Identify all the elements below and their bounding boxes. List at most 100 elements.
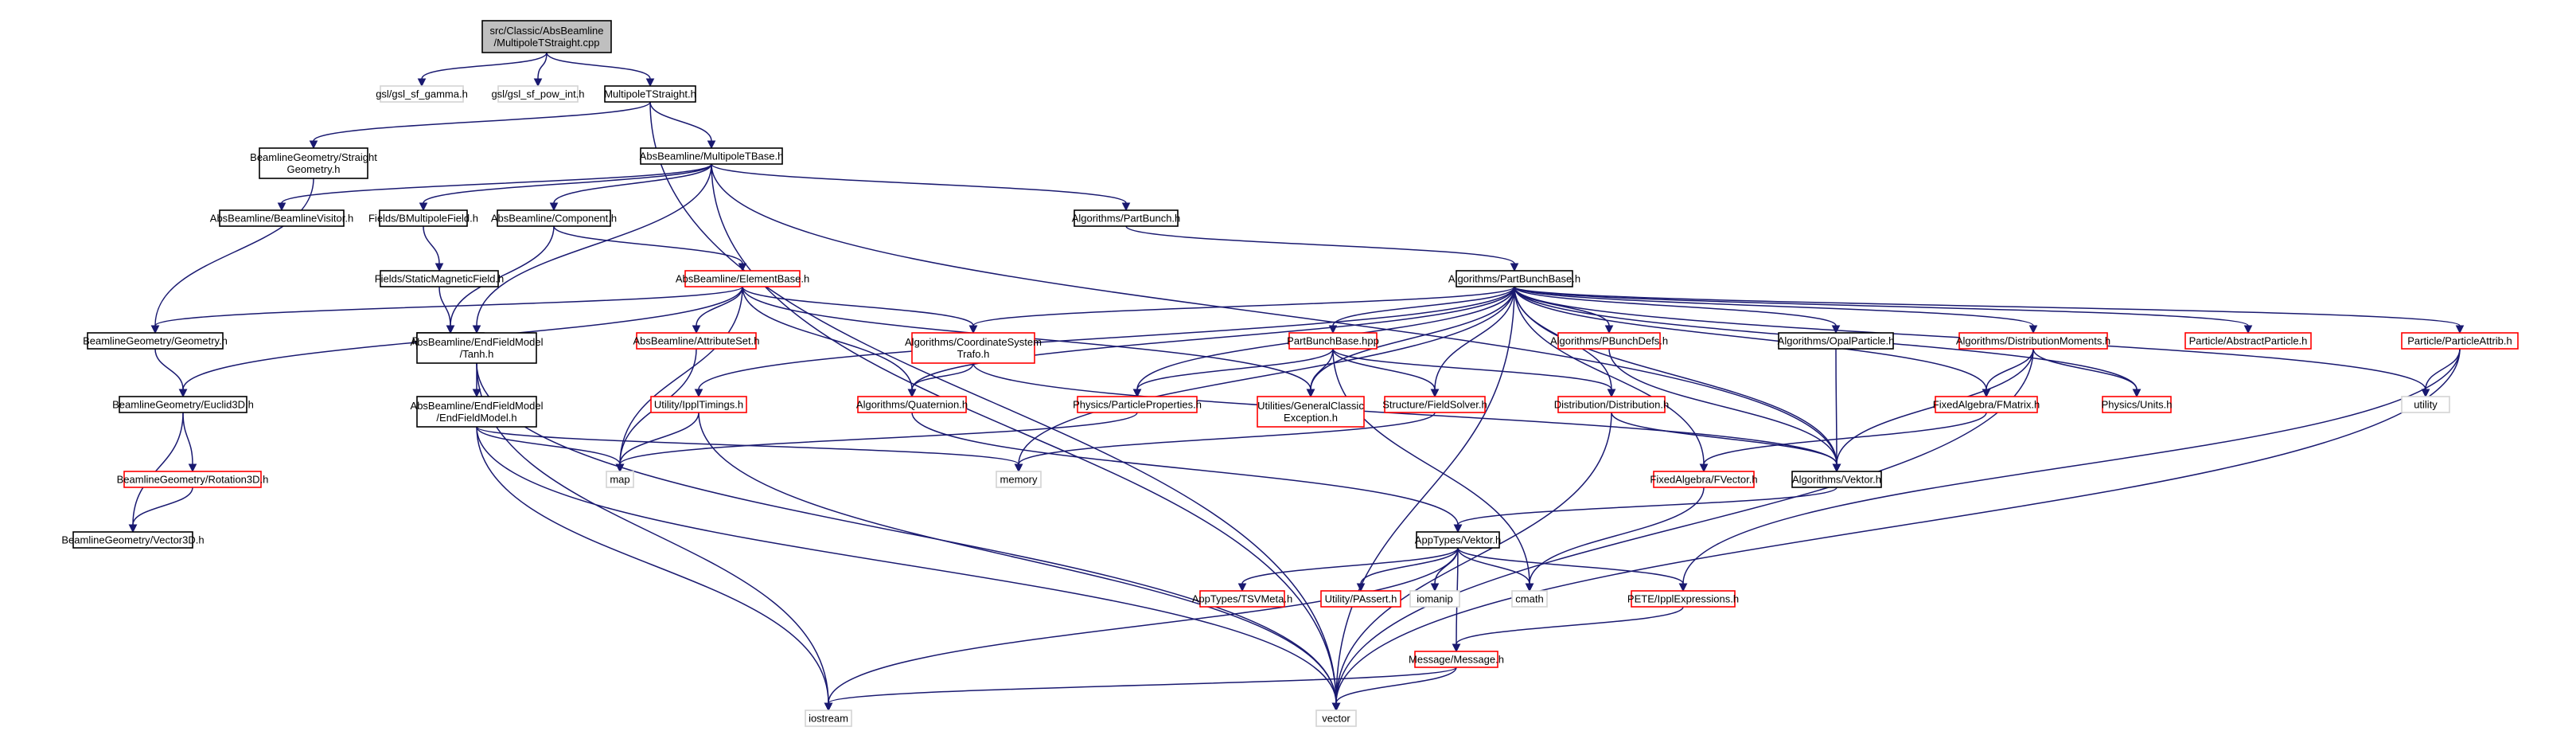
node-mtbase[interactable]: AbsBeamline/MultipoleTBase.h: [640, 147, 784, 165]
node-label: AbsBeamline/BeamlineVisitor.h: [210, 213, 353, 225]
node-message[interactable]: Message/Message.h: [1409, 651, 1504, 668]
node-physunits[interactable]: Physics/Units.h: [2102, 396, 2173, 413]
node-label: Algorithms/PartBunch.h: [1072, 213, 1181, 225]
node-label: AbsBeamline/Component.h: [491, 213, 617, 225]
node-attributeset[interactable]: AbsBeamline/AttributeSet.h: [633, 332, 760, 350]
node-fmatrix[interactable]: FixedAlgebra/FMatrix.h: [1933, 396, 2040, 413]
edge-message-to-vector: [1331, 667, 1457, 712]
node-label: BeamlineGeometry/Vector3D.h: [61, 534, 204, 546]
edge-mts-to-bg_straight: [309, 101, 651, 150]
node-rotation3d[interactable]: BeamlineGeometry/Rotation3D.h: [117, 471, 269, 488]
node-label: /EndFieldModel.h: [436, 412, 516, 424]
node-visitor[interactable]: AbsBeamline/BeamlineVisitor.h: [210, 209, 353, 227]
node-ipplexpr[interactable]: PETE/IpplExpressions.h: [1627, 590, 1739, 608]
node-root[interactable]: src/Classic/AbsBeamline/MultipoleTStraig…: [481, 20, 612, 53]
node-label: Physics/Units.h: [2102, 399, 2173, 411]
node-efm_efm[interactable]: AbsBeamline/EndFieldModel/EndFieldModel.…: [411, 396, 544, 428]
node-label: vector: [1322, 713, 1350, 725]
node-pbhpp[interactable]: PartBunchBase.hpp: [1287, 332, 1379, 350]
node-pbdefs[interactable]: Algorithms/PBunchDefs.h: [1550, 332, 1668, 350]
node-label: AbsBeamline/EndFieldModel: [411, 400, 544, 412]
node-label: FixedAlgebra/FVector.h: [1650, 474, 1757, 486]
edge-algvektor-to-appvektor: [1453, 487, 1837, 534]
node-label: BeamlineGeometry/Straight: [250, 151, 377, 163]
edge-bg_geometry-to-euclid3d: [154, 348, 188, 398]
node-bg_geometry[interactable]: BeamlineGeometry/Geometry.h: [83, 332, 228, 350]
node-label: Particle/ParticleAttrib.h: [2407, 335, 2512, 347]
node-ippltimings[interactable]: Utility/IpplTimings.h: [650, 396, 747, 413]
node-label: Distribution/Distribution.h: [1554, 399, 1670, 411]
node-map: map: [606, 471, 634, 488]
node-distribution[interactable]: Distribution/Distribution.h: [1554, 396, 1670, 413]
node-euclid3d[interactable]: BeamlineGeometry/Euclid3D.h: [112, 396, 254, 413]
edge-mtbase-to-partbunch: [711, 163, 1131, 212]
node-vector: vector: [1315, 710, 1357, 727]
node-iostream: iostream: [805, 710, 852, 727]
node-mts[interactable]: MultipoleTStraight.h: [604, 85, 696, 103]
node-label: AbsBeamline/EndFieldModel: [411, 336, 544, 348]
edge-pbhpp-to-genclassic: [1306, 348, 1334, 398]
edge-fieldsolver-to-memory: [1014, 412, 1436, 473]
node-label: cmath: [1515, 593, 1543, 605]
edge-pbbase-to-abstractparticle: [1514, 286, 2253, 334]
node-elementbase[interactable]: AbsBeamline/ElementBase.h: [676, 270, 809, 287]
node-label: BeamlineGeometry/Geometry.h: [83, 335, 228, 347]
node-label: src/Classic/AbsBeamline: [489, 25, 603, 37]
node-label: BeamlineGeometry/Rotation3D.h: [117, 474, 269, 486]
node-tsvmeta[interactable]: AppTypes/TSVMeta.h: [1192, 590, 1292, 608]
node-label: Algorithms/DistributionMoments.h: [1956, 335, 2110, 347]
edge-component-to-emfield: [446, 225, 555, 334]
edge-pbhpp-to-distribution: [1332, 348, 1616, 398]
edge-partbunch-to-pbbase: [1125, 225, 1519, 272]
node-efm_tanh[interactable]: AbsBeamline/EndFieldModel/Tanh.h: [411, 332, 544, 364]
node-label: AppTypes/Vektor.h: [1415, 534, 1501, 546]
node-iomanip: iomanip: [1409, 590, 1460, 608]
node-fvector[interactable]: FixedAlgebra/FVector.h: [1650, 471, 1758, 488]
node-label: AppTypes/TSVMeta.h: [1192, 593, 1292, 605]
edge-rotation3d-to-vector3d: [128, 487, 193, 534]
node-physprops[interactable]: Physics/ParticleProperties.h: [1073, 396, 1202, 413]
node-label: Geometry.h: [287, 163, 341, 175]
node-label: Fields/StaticMagneticField.h: [375, 273, 505, 285]
node-pbbase[interactable]: Algorithms/PartBunchBase.h: [1448, 270, 1580, 287]
edge-mts-to-mtbase: [649, 101, 716, 150]
node-label: Algorithms/PBunchDefs.h: [1550, 335, 1668, 347]
node-particleattrib[interactable]: Particle/ParticleAttrib.h: [2401, 332, 2519, 350]
node-label: Message/Message.h: [1409, 654, 1504, 666]
node-appvektor[interactable]: AppTypes/Vektor.h: [1415, 531, 1501, 549]
node-label: Utility/IpplTimings.h: [654, 399, 743, 411]
edge-root-to-gsl_pow: [533, 52, 548, 88]
node-cmath: cmath: [1511, 590, 1548, 608]
node-passert[interactable]: Utility/PAssert.h: [1320, 590, 1401, 608]
edge-pbbase-to-distmoments: [1514, 286, 2038, 334]
node-staticmag[interactable]: Fields/StaticMagneticField.h: [375, 270, 505, 287]
node-label: iomanip: [1417, 593, 1453, 605]
node-vector3d[interactable]: BeamlineGeometry/Vector3D.h: [61, 531, 205, 549]
edge-distribution-to-algvektor: [1611, 412, 1841, 473]
node-fieldsolver[interactable]: Structure/FieldSolver.h: [1382, 396, 1487, 413]
node-bmfield[interactable]: Fields/BMultipoleField.h: [368, 209, 478, 227]
nodes-layer: src/Classic/AbsBeamline/MultipoleTStraig…: [61, 20, 2519, 727]
edge-root-to-mts: [546, 52, 655, 88]
node-partbunch[interactable]: Algorithms/PartBunch.h: [1072, 209, 1181, 227]
node-label: AbsBeamline/MultipoleTBase.h: [640, 151, 784, 162]
edge-appvektor-to-ipplexpr: [1457, 547, 1688, 592]
node-label: FixedAlgebra/FMatrix.h: [1933, 399, 2040, 411]
node-label: Algorithms/Quaternion.h: [856, 399, 968, 411]
node-abstractparticle[interactable]: Particle/AbstractParticle.h: [2184, 332, 2312, 350]
node-quaternion[interactable]: Algorithms/Quaternion.h: [856, 396, 968, 413]
edge-distmoments-to-physunits: [2032, 348, 2141, 398]
node-label: Particle/AbstractParticle.h: [2189, 335, 2308, 347]
edge-elementbase-to-attributeset: [692, 286, 743, 334]
edge-root-to-gsl_gamma: [417, 52, 548, 88]
edge-ipplexpr-to-message: [1452, 606, 1684, 653]
node-distmoments[interactable]: Algorithms/DistributionMoments.h: [1956, 332, 2110, 350]
node-algvektor[interactable]: Algorithms/Vektor.h: [1791, 471, 1882, 488]
node-component[interactable]: AbsBeamline/Component.h: [491, 209, 617, 227]
node-label: Structure/FieldSolver.h: [1382, 399, 1487, 411]
node-opalparticle[interactable]: Algorithms/OpalParticle.h: [1778, 332, 1895, 350]
node-label: Algorithms/Vektor.h: [1792, 474, 1881, 486]
